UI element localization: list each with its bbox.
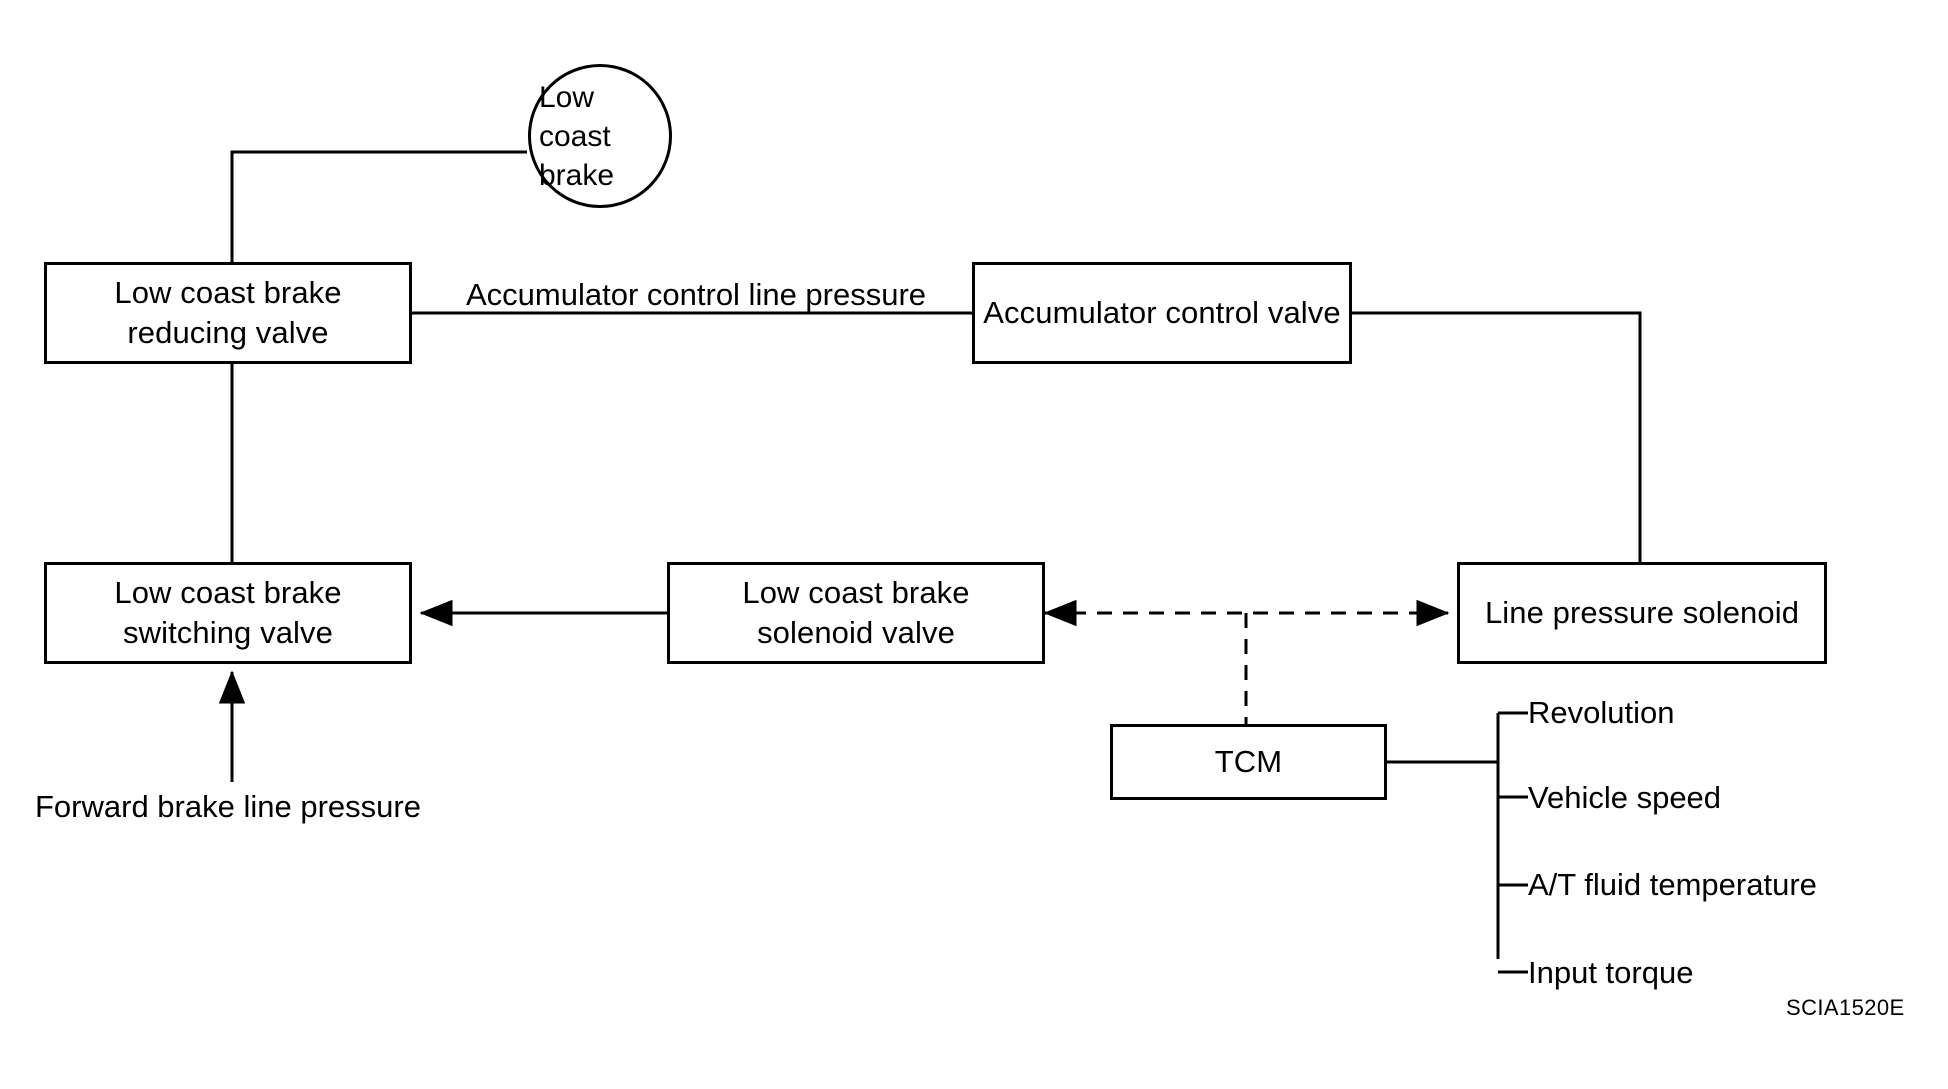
label-tcm-input-revolution: Revolution bbox=[1528, 695, 1675, 730]
label-tcm-input-at-fluid-temperature: A/T fluid temperature bbox=[1528, 867, 1817, 902]
node-line-pressure-solenoid[interactable]: Line pressure solenoid bbox=[1457, 562, 1827, 664]
label-tcm-input-vehicle-speed: Vehicle speed bbox=[1528, 780, 1722, 815]
node-low-coast-brake-switching-valve[interactable]: Low coast brake switching valve bbox=[44, 562, 412, 664]
node-tcm[interactable]: TCM bbox=[1110, 724, 1387, 800]
label-tcm-input-input-torque: Input torque bbox=[1528, 955, 1694, 990]
wire-accumulator-control-valve-to-line-pressure-solenoid bbox=[1351, 311, 1642, 562]
figure-code: SCIA1520E bbox=[1786, 995, 1905, 1020]
label-forward-brake-line-pressure: Forward brake line pressure bbox=[35, 789, 421, 824]
label-accumulator-control-line-pressure: Accumulator control line pressure bbox=[466, 277, 927, 312]
node-low-coast-brake[interactable]: Low coast brake bbox=[528, 64, 672, 208]
node-low-coast-brake-solenoid-valve[interactable]: Low coast brake solenoid valve bbox=[667, 562, 1045, 664]
node-accumulator-control-valve[interactable]: Accumulator control valve bbox=[972, 262, 1352, 364]
wire-low-coast-brake-to-reducing-valve bbox=[230, 150, 527, 263]
node-low-coast-brake-reducing-valve[interactable]: Low coast brake reducing valve bbox=[44, 262, 412, 364]
